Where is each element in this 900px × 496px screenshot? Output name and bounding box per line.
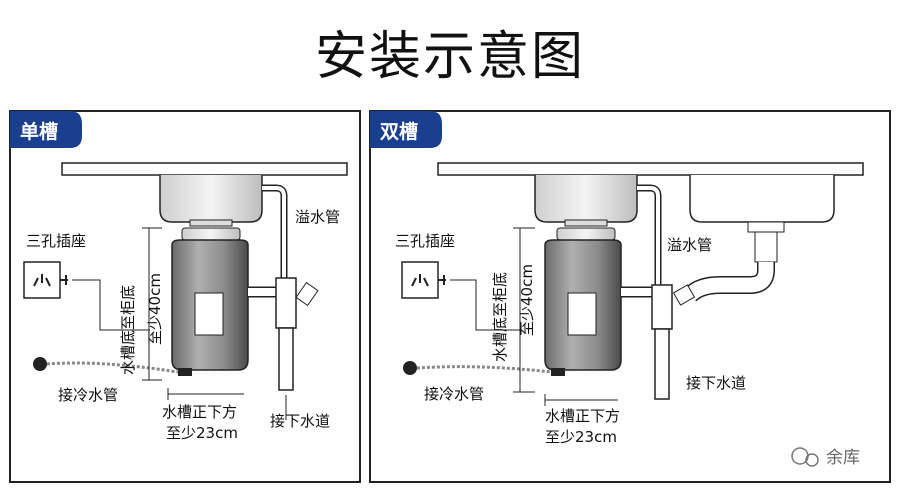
sink-flange — [564, 219, 608, 227]
mount-ring — [556, 227, 616, 241]
cabinet-label-line1: 水槽底至柜底 — [491, 272, 509, 362]
trap-tee — [275, 277, 297, 329]
cabinet-label-line1: 水槽底至柜底 — [119, 285, 137, 375]
drain-pipe — [654, 328, 670, 400]
mount-ring — [181, 227, 241, 241]
sink-basin-left — [534, 175, 638, 223]
socket-label: 三孔插座 — [395, 232, 455, 250]
watermark: 余库 — [791, 447, 860, 468]
double-sink-panel: 双槽 — [369, 110, 891, 483]
cabinet-label-line2: 至少40cm — [518, 264, 536, 336]
overflow-label: 溢水管 — [667, 236, 712, 254]
plug-icon — [60, 275, 68, 285]
disposer-label-plate — [567, 292, 597, 336]
page-title: 安装示意图 — [314, 27, 585, 87]
cabinet-label-line2: 至少40cm — [146, 273, 164, 345]
plug-icon — [438, 275, 446, 285]
below-label-line2: 至少23cm — [166, 424, 238, 442]
cold-pipe-label: 接冷水管 — [58, 386, 118, 404]
single-sink-panel: 单槽 三孔插座 — [9, 110, 361, 483]
countertop — [61, 162, 348, 176]
drain-label: 接下水道 — [686, 374, 746, 392]
panel-frame — [369, 110, 891, 483]
sink-basin-right — [689, 175, 835, 223]
cold-water-inlet — [33, 357, 47, 371]
tag-badge — [370, 111, 442, 148]
cold-pipe-label: 接冷水管 — [424, 385, 484, 403]
socket-label: 三孔插座 — [26, 232, 86, 250]
below-label-line2: 至少23cm — [545, 428, 617, 446]
tag-badge — [10, 111, 82, 148]
disposer-inlet — [178, 368, 192, 376]
disposer-inlet — [551, 368, 565, 376]
trap-tee — [651, 284, 673, 330]
overflow-pipe — [262, 184, 288, 280]
cold-water-inlet — [403, 361, 417, 375]
countertop — [437, 162, 864, 176]
sink-basin — [159, 175, 263, 223]
drain-pipe — [278, 327, 294, 391]
watermark-text: 余库 — [826, 448, 860, 468]
overflow-label: 溢水管 — [295, 208, 340, 226]
tag-label: 单槽 — [20, 120, 58, 143]
right-drain-tail — [754, 231, 778, 263]
drain-label: 接下水道 — [270, 412, 330, 430]
overflow-pipe — [637, 184, 662, 290]
sink-flange — [189, 219, 233, 227]
below-label-line1: 水槽正下方 — [545, 407, 620, 425]
disposer-label-plate — [194, 292, 224, 336]
below-label-line1: 水槽正下方 — [162, 403, 237, 421]
panel-frame — [9, 110, 361, 483]
tag-label: 双槽 — [380, 120, 418, 143]
